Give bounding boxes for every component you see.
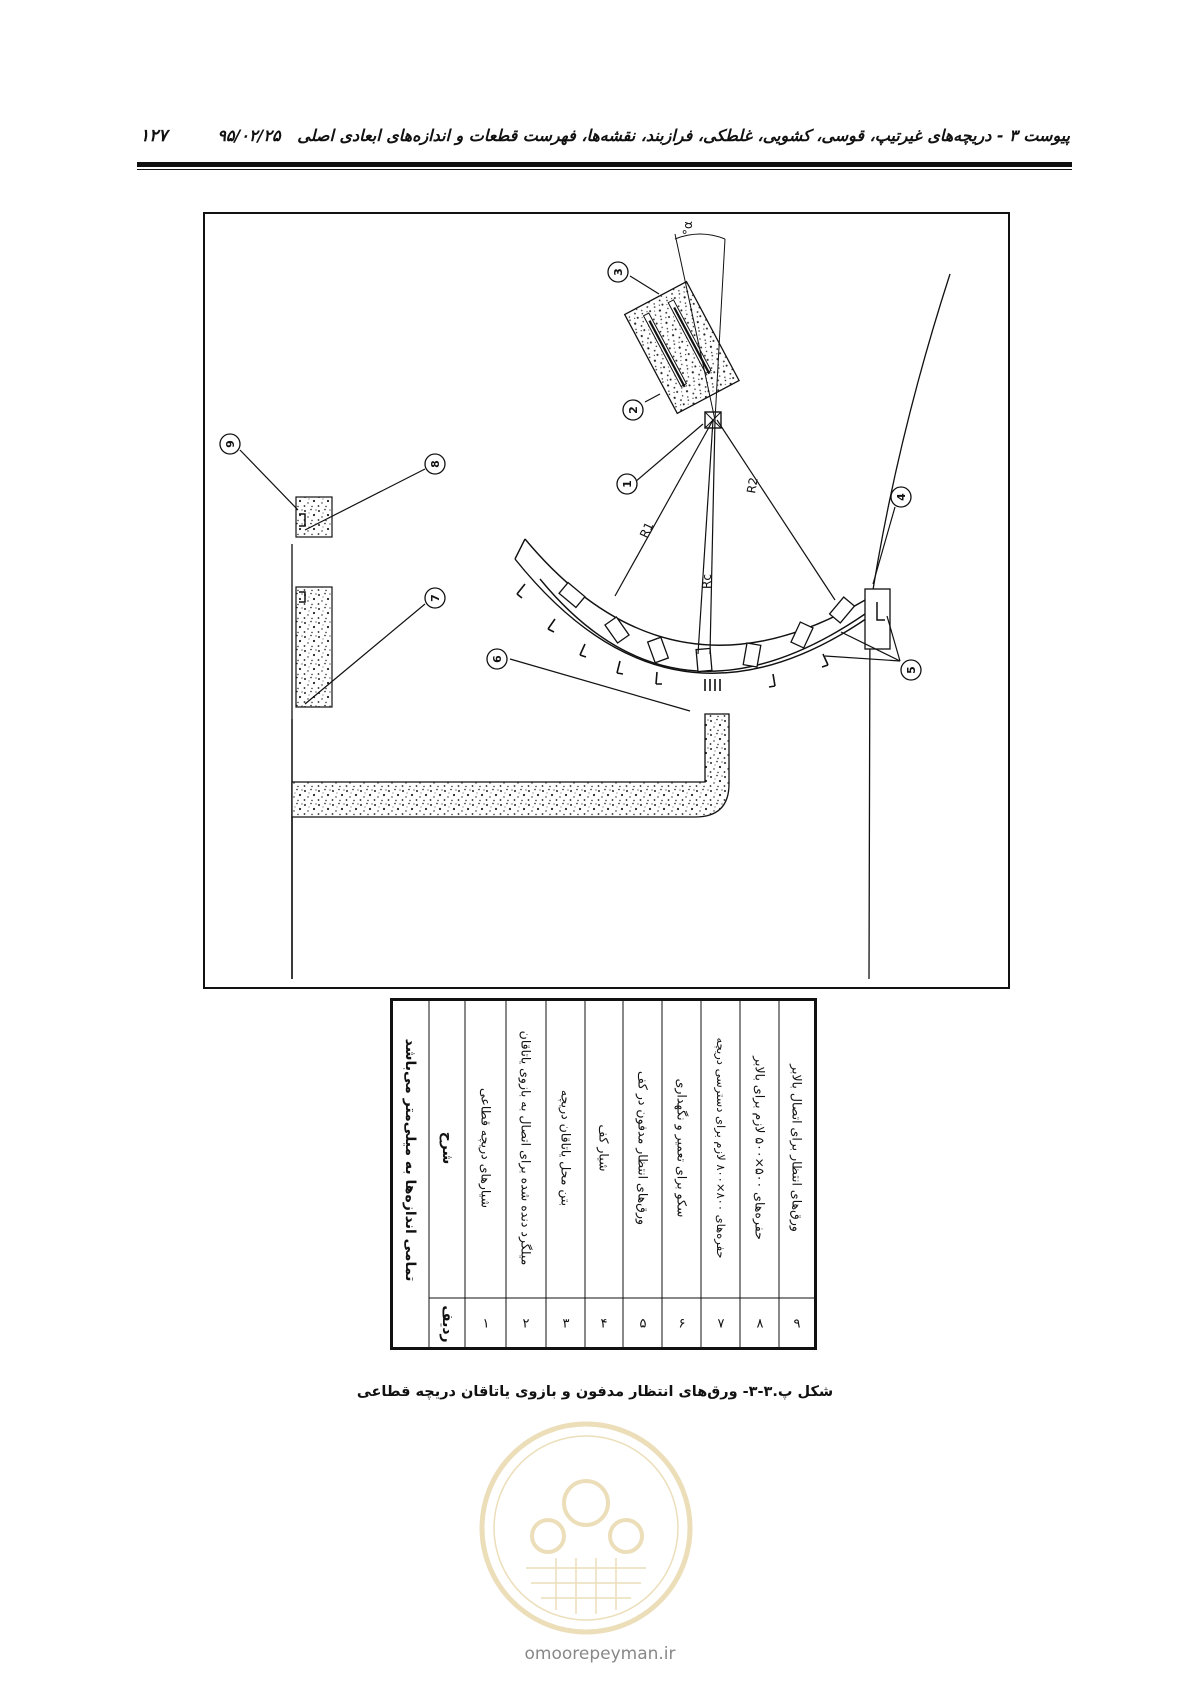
figure-caption: شکل پ.۳-۳- ورق‌های انتظار مدفون و بازوی … bbox=[356, 1384, 834, 1400]
callout-4: 4 bbox=[895, 493, 908, 501]
legend-row-1-text: شیارهای دریچه قطاعی bbox=[478, 1088, 494, 1208]
callout-6: 6 bbox=[491, 655, 504, 663]
technical-drawing: 1 2 3 4 5 6 7 8 9 R1 R2 Rc °α bbox=[203, 212, 1010, 989]
label-r2: R2 bbox=[744, 476, 761, 494]
callout-1: 1 bbox=[621, 480, 634, 488]
header-title: پیوست ۳ - دریچه‌های غیرتیپ، قوسی، کشویی،… bbox=[217, 126, 1070, 145]
legend-title: تمامی اندازه‌ها به میلی‌متر می‌باشد bbox=[402, 1038, 418, 1282]
legend-row-5-text: ورق‌های انتظار مدفون در کف bbox=[635, 1070, 651, 1226]
legend-row-5-num: ۵ bbox=[639, 1316, 647, 1332]
legend-row-2-text: میلگرد دنده شده برای اتصال به بازوی یاتا… bbox=[518, 1030, 534, 1266]
legend-row-1-num: ۱ bbox=[482, 1316, 490, 1332]
trunnion-concrete bbox=[623, 280, 740, 415]
legend-col-description: شرح bbox=[439, 1131, 455, 1165]
legend-row-3-num: ۳ bbox=[562, 1316, 570, 1332]
page-number: ۱۲۷ bbox=[140, 126, 168, 146]
legend-row-4-text: شیار کف bbox=[596, 1124, 612, 1172]
upper-wall-block bbox=[295, 496, 333, 538]
callout-2: 2 bbox=[627, 406, 640, 414]
watermark-site: omoorepeyman.ir bbox=[524, 1644, 676, 1664]
lower-wall-block bbox=[295, 586, 333, 708]
legend-row-7-num: ۷ bbox=[717, 1316, 725, 1332]
gate-ribs bbox=[558, 581, 856, 673]
label-r1: R1 bbox=[637, 520, 656, 540]
callout-9: 9 bbox=[224, 440, 237, 448]
legend-row-7-text: حفره‌های ۸۰۰×۸۰۰ لازم برای دسترسی دریچه bbox=[714, 1037, 728, 1259]
callout-8: 8 bbox=[429, 460, 442, 468]
callout-3: 3 bbox=[612, 268, 625, 276]
legend-row-6-num: ۶ bbox=[678, 1316, 686, 1332]
legend-col-row: ردیف bbox=[439, 1305, 455, 1343]
header-rule bbox=[137, 162, 1072, 167]
callout-7: 7 bbox=[429, 594, 442, 602]
legend-row-8-num: ۸ bbox=[756, 1316, 764, 1332]
floor-concrete bbox=[291, 713, 730, 818]
label-rc: Rc bbox=[700, 574, 714, 589]
callouts: 1 2 3 4 5 6 7 8 9 bbox=[219, 261, 922, 681]
legend-row-6-text: سکو برای تعمیر و نگهداری bbox=[674, 1078, 690, 1218]
page-header: پیوست ۳ - دریچه‌های غیرتیپ، قوسی، کشویی،… bbox=[140, 126, 1070, 150]
anchor-plates bbox=[516, 583, 829, 691]
label-angle: °α bbox=[681, 221, 695, 235]
parts-legend-table: تمامی اندازه‌ها به میلی‌متر می‌باشد شرح … bbox=[390, 998, 817, 1350]
legend-row-3-text: بتن محل یاتاقان دریچه bbox=[558, 1089, 574, 1207]
gate-arc bbox=[514, 538, 881, 674]
header-date: ۹۵/۰۲/۲۵ bbox=[217, 126, 281, 145]
legend-row-9-num: ۹ bbox=[793, 1316, 801, 1332]
legend-row-8-text: حفره‌های ۵۰۰×۵۰۰ لازم برای بالابر bbox=[752, 1056, 768, 1240]
radius-lines bbox=[614, 419, 836, 655]
header-rule-thin bbox=[137, 169, 1072, 170]
callout-5: 5 bbox=[905, 666, 918, 674]
legend-row-4-num: ۴ bbox=[600, 1316, 608, 1332]
legend-row-9-text: ورق‌های انتظار برای اتصال بالابر bbox=[789, 1064, 805, 1232]
watermark-logo bbox=[476, 1418, 696, 1638]
legend-row-2-num: ۲ bbox=[522, 1316, 530, 1332]
